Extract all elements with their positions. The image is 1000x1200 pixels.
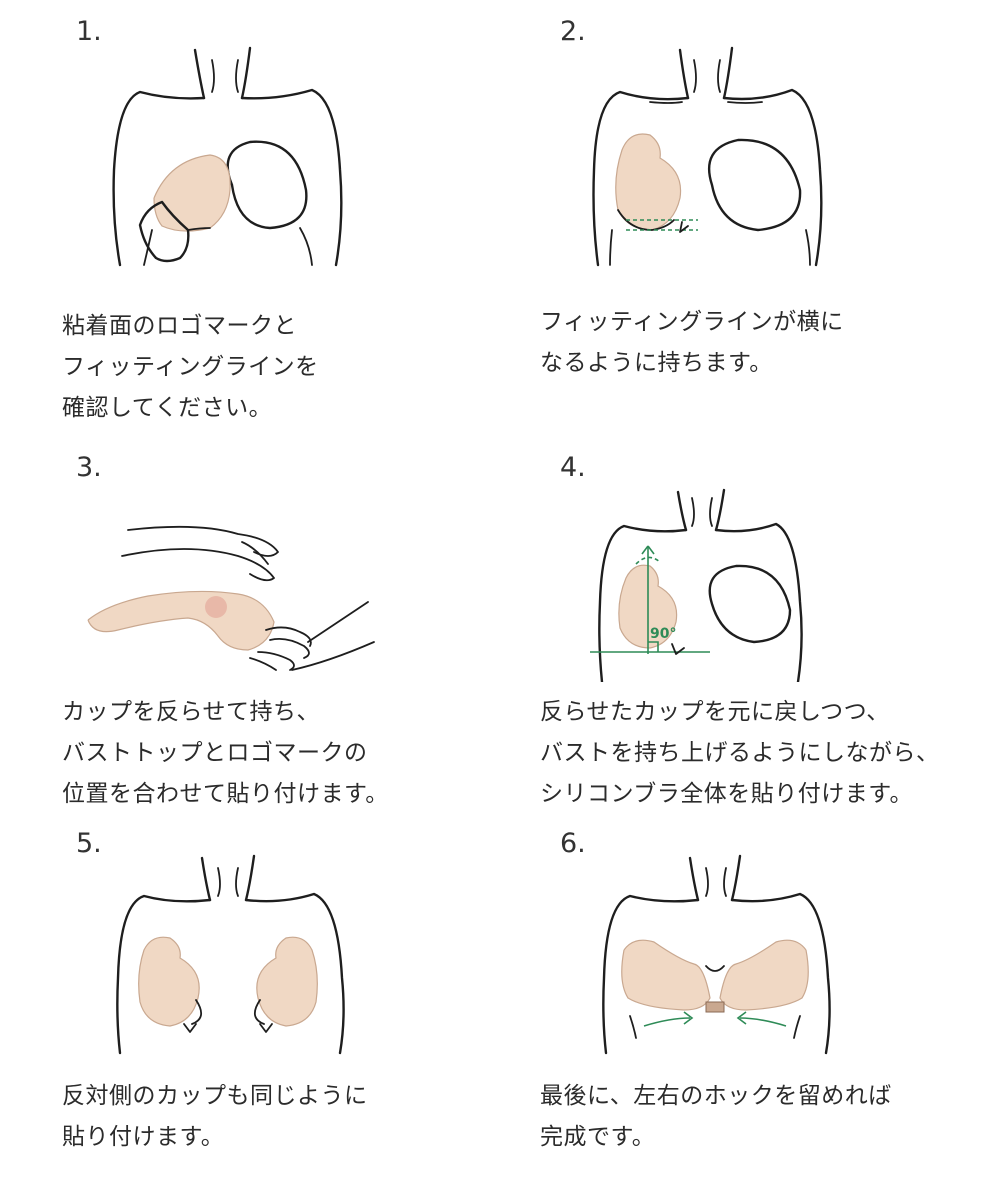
step-2-caption: フィッティングラインが横に なるように持ちます。 xyxy=(540,302,844,384)
step-3-illustration xyxy=(78,512,378,682)
caption-line: シリコンブラ全体を貼り付けます。 xyxy=(540,781,914,807)
step-6-illustration xyxy=(584,848,844,1058)
step-number: 1. xyxy=(76,16,102,47)
caption-line: 反対側のカップも同じように xyxy=(62,1083,368,1109)
step-number: 2. xyxy=(560,16,586,47)
step-number: 6. xyxy=(560,828,586,859)
caption-line: バストを持ち上げるようにしながら、 xyxy=(540,740,940,766)
caption-line: フィッティングラインを xyxy=(62,354,319,380)
caption-line: フィッティングラインが横に xyxy=(540,309,844,335)
step-number: 3. xyxy=(76,452,102,483)
caption-line: 貼り付けます。 xyxy=(62,1124,225,1150)
step-number: 5. xyxy=(76,828,102,859)
step-4-caption: 反らせたカップを元に戻しつつ、 バストを持ち上げるようにしながら、 シリコンブラ… xyxy=(540,692,940,815)
step-1-caption: 粘着面のロゴマークと フィッティングラインを 確認してください。 xyxy=(62,306,319,429)
caption-line: 確認してください。 xyxy=(62,395,273,421)
caption-line: なるように持ちます。 xyxy=(540,350,773,376)
step-4-illustration: 90° xyxy=(576,482,816,682)
caption-line: 最後に、左右のホックを留めれば xyxy=(540,1083,892,1109)
step-3-caption: カップを反らせて持ち、 バストトップとロゴマークの 位置を合わせて貼り付けます。 xyxy=(62,692,389,815)
step-2-illustration xyxy=(570,40,840,275)
caption-line: カップを反らせて持ち、 xyxy=(62,699,321,725)
step-number: 4. xyxy=(560,452,586,483)
step-6-caption: 最後に、左右のホックを留めれば 完成です。 xyxy=(540,1076,892,1158)
step-5-illustration xyxy=(100,848,360,1058)
step-1-illustration xyxy=(100,40,360,275)
angle-label: 90° xyxy=(650,626,676,642)
caption-line: 粘着面のロゴマークと xyxy=(62,313,297,339)
caption-line: 位置を合わせて貼り付けます。 xyxy=(62,781,389,807)
caption-line: バストトップとロゴマークの xyxy=(62,740,368,766)
step-5-caption: 反対側のカップも同じように 貼り付けます。 xyxy=(62,1076,368,1158)
caption-line: 完成です。 xyxy=(540,1124,656,1150)
caption-line: 反らせたカップを元に戻しつつ、 xyxy=(540,699,890,725)
